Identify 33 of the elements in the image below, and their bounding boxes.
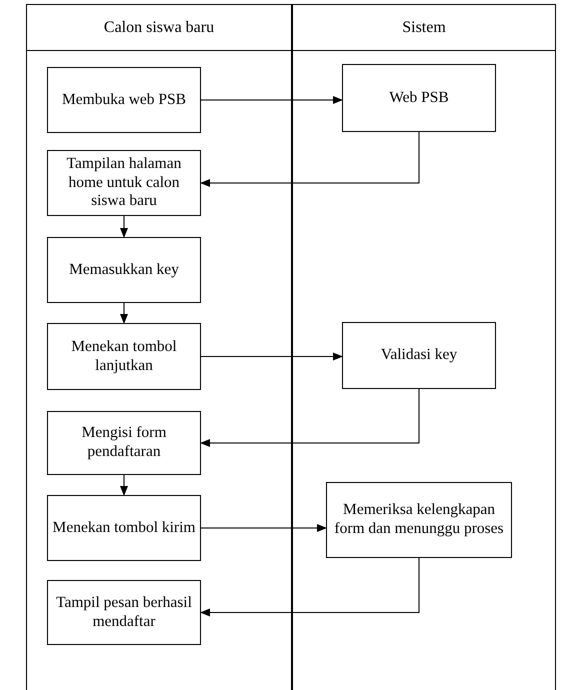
process-label: Validasi key xyxy=(380,346,458,365)
arrow xyxy=(200,352,343,360)
process-box xyxy=(47,237,201,303)
process-box xyxy=(47,323,201,390)
swimlane xyxy=(292,4,556,690)
process-box xyxy=(47,495,201,561)
process-box xyxy=(326,482,512,558)
process-box xyxy=(342,322,496,389)
process-label: Mengisi form pendaftaran xyxy=(80,424,168,462)
lane-title: Sistem xyxy=(402,18,446,36)
lane-title: Calon siswa baru xyxy=(104,18,214,36)
process-box xyxy=(47,580,201,645)
process-box xyxy=(47,150,201,216)
process-label: Membuka web PSB xyxy=(62,90,186,110)
arrow xyxy=(200,558,420,616)
arrow xyxy=(200,132,420,187)
process-label: Memasukkan key xyxy=(69,260,179,280)
process-label: Memeriksa kelengkapan form dan menunggu proses xyxy=(333,501,505,539)
process-box xyxy=(342,64,496,132)
process-label: Menekan tombol lanjutkan xyxy=(70,338,178,376)
arrow xyxy=(200,388,420,447)
process-label: Tampil pesan berhasil mendaftar xyxy=(55,594,193,632)
process-label: Menekan tombol kirim xyxy=(52,518,196,538)
arrow xyxy=(120,474,128,496)
arrow xyxy=(120,302,128,324)
process-box xyxy=(47,411,201,475)
arrow xyxy=(120,216,128,238)
process-label: Web PSB xyxy=(389,88,449,108)
arrow xyxy=(200,524,327,532)
process-label: Tampilan halaman home untuk calon siswa baru xyxy=(66,155,182,211)
arrow xyxy=(200,96,343,104)
process-box xyxy=(47,67,201,133)
swimlane xyxy=(26,4,292,690)
